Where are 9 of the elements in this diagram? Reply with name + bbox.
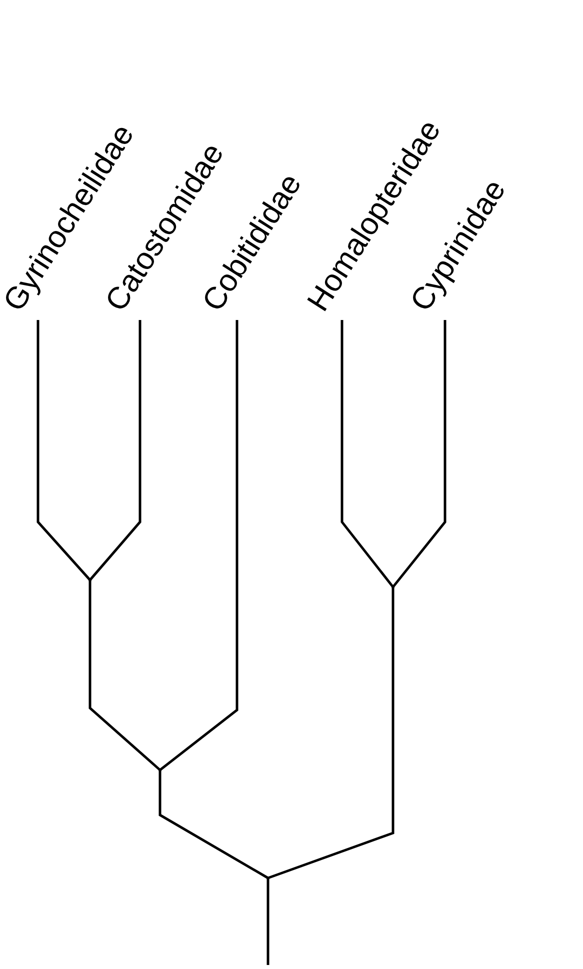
branch-line	[159, 320, 238, 771]
branch-line	[88, 580, 161, 771]
branch-line	[158, 770, 269, 880]
branch-line	[268, 587, 394, 880]
branch-line	[392, 320, 446, 588]
branch-line	[340, 320, 394, 588]
branch-line	[266, 878, 270, 965]
branch-line	[89, 320, 142, 581]
branch-line	[36, 320, 91, 581]
